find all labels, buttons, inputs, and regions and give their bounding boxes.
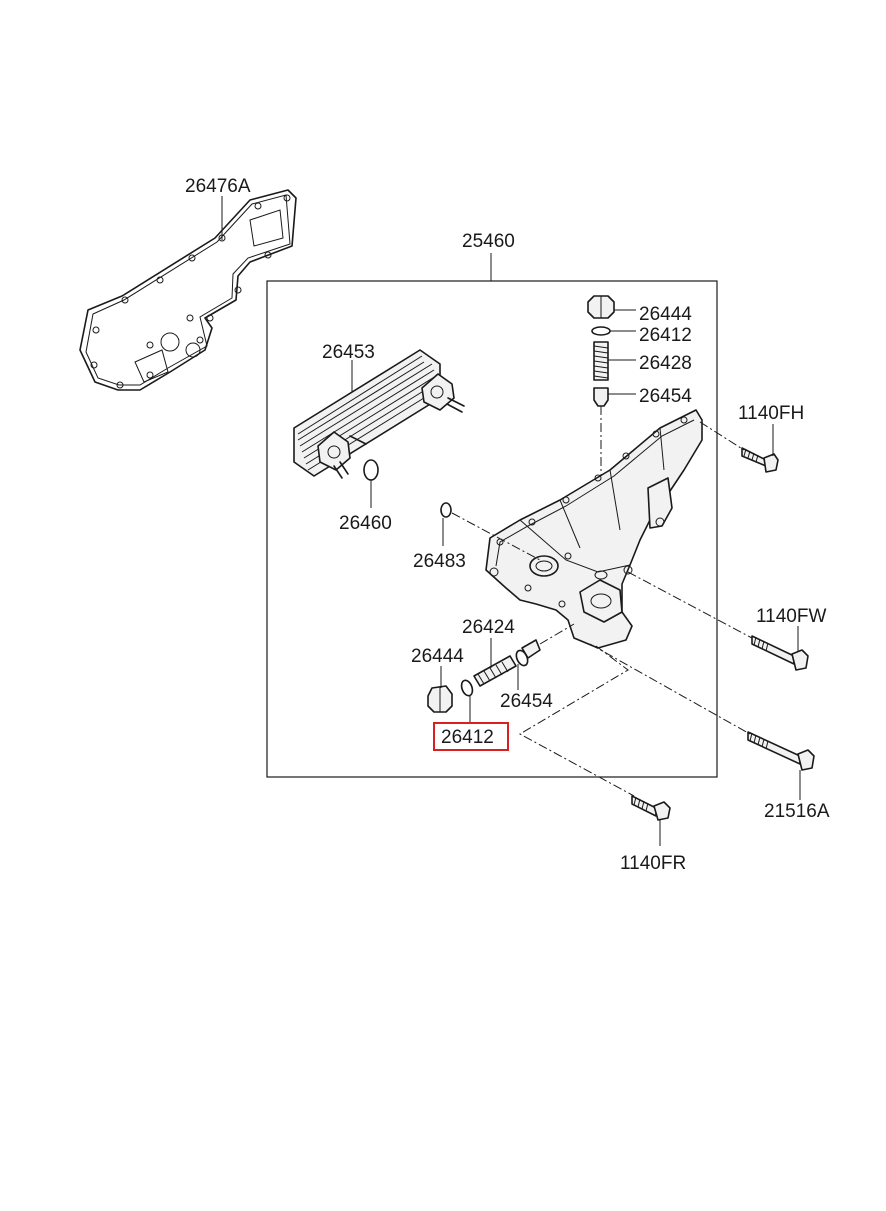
ring-26412-top[interactable] xyxy=(591,326,611,336)
plug-26444-top[interactable] xyxy=(587,295,615,319)
spring-26424-bottom[interactable] xyxy=(473,655,517,687)
label-26454-top: 26454 xyxy=(639,386,692,407)
oring-26483[interactable] xyxy=(440,502,452,518)
label-26412-top: 26412 xyxy=(639,325,692,346)
assembly-box-25460 xyxy=(266,280,718,778)
bolt-21516a[interactable] xyxy=(747,731,815,771)
label-26453: 26453 xyxy=(322,342,375,363)
label-26476a: 26476A xyxy=(185,176,251,197)
plug-26444-bottom[interactable] xyxy=(427,685,453,713)
bolt-1140fr[interactable] xyxy=(631,795,671,821)
label-1140fr: 1140FR xyxy=(620,853,686,874)
valve-ring-bottom[interactable] xyxy=(514,649,530,668)
label-26483: 26483 xyxy=(413,551,466,572)
label-1140fw: 1140FW xyxy=(756,606,826,627)
gasket-26476a[interactable] xyxy=(79,189,297,391)
label-26444-top: 26444 xyxy=(639,304,692,325)
label-21516a: 21516A xyxy=(764,801,830,822)
label-26412-bottom: 26412 xyxy=(441,727,494,748)
label-25460: 25460 xyxy=(462,231,515,252)
oring-26460[interactable] xyxy=(363,459,379,481)
label-26454-bottom: 26454 xyxy=(500,691,553,712)
oil-cooler-26453[interactable] xyxy=(293,349,465,479)
oil-filter-housing[interactable] xyxy=(485,409,703,649)
valve-26454-top[interactable] xyxy=(593,387,609,407)
bolt-1140fw[interactable] xyxy=(751,635,809,671)
label-26460: 26460 xyxy=(339,513,392,534)
label-26428-top: 26428 xyxy=(639,353,692,374)
highlight-box-26412 xyxy=(433,722,509,751)
label-26424-bottom: 26424 xyxy=(462,617,515,638)
valve-26454-bottom[interactable] xyxy=(521,639,541,659)
ring-26412-bottom[interactable] xyxy=(460,679,475,697)
label-26444-bottom: 26444 xyxy=(411,646,464,667)
label-1140fh: 1140FH xyxy=(738,403,804,424)
spring-26428-top[interactable] xyxy=(593,341,609,381)
bolt-1140fh[interactable] xyxy=(741,447,779,473)
